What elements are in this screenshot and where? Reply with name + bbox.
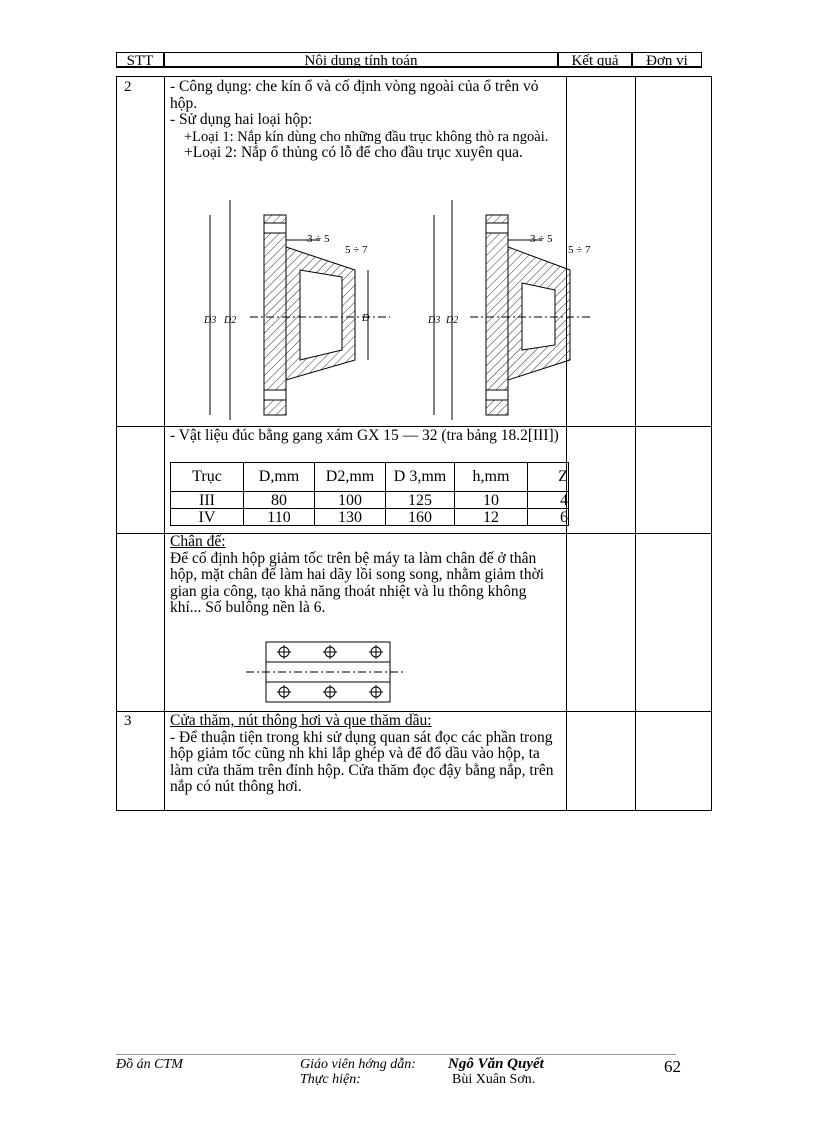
svg-text:5 ÷ 7: 5 ÷ 7 — [568, 244, 591, 256]
svg-text:D3: D3 — [203, 315, 216, 326]
section-title: Chân đế: — [170, 533, 226, 550]
svg-text:D2: D2 — [445, 315, 458, 326]
footer-rule — [116, 1054, 676, 1055]
svg-text:D2: D2 — [223, 315, 236, 326]
row-stt: 3 — [124, 713, 132, 729]
bearing-cap-drawing: 3 ÷ 5 5 ÷ 7 D3 D2 D 3 ÷ 5 5 ÷ 7 D3 D2 — [203, 200, 591, 420]
svg-text:D3: D3 — [427, 315, 440, 326]
material-text: - Vật liệu đúc bằng gang xám GX 15 — 32 … — [170, 427, 559, 444]
header-result: Kết quả — [558, 52, 632, 69]
base-section: Chân đế: Để cố định hộp giảm tốc trên bệ… — [170, 533, 560, 617]
cap-through-icon: 3 ÷ 5 5 ÷ 7 D3 D2 — [427, 200, 591, 420]
svg-text:D: D — [361, 313, 370, 324]
bolt-hole-icon — [277, 645, 383, 699]
header-unit: Đơn vị — [632, 52, 702, 69]
footer-student: Bùi Xuân Sơn. — [452, 1072, 536, 1087]
base-plate-drawing — [246, 641, 404, 703]
svg-text:3 ÷ 5: 3 ÷ 5 — [530, 233, 553, 245]
cap-closed-icon: 3 ÷ 5 5 ÷ 7 D3 D2 D — [203, 200, 390, 420]
footer-student-label: Thực hiện: — [300, 1072, 361, 1087]
footer-teacher-label: Giáo viên hớng dẫn: — [300, 1057, 416, 1072]
footer-project: Đồ án CTM — [116, 1057, 183, 1072]
header-stt: STT — [116, 52, 164, 69]
svg-text:5 ÷ 7: 5 ÷ 7 — [345, 244, 368, 256]
header-content: Nội dung tính toán — [164, 52, 558, 69]
row-text: - Công dụng: che kín ổ và cố định vòng n… — [170, 78, 549, 161]
footer-teacher: Ngô Văn Quyết — [448, 1056, 544, 1072]
section-title: Cửa thăm, nút thông hơi và que thăm dầu: — [170, 712, 432, 729]
page-number: 62 — [664, 1057, 681, 1076]
svg-text:3 ÷ 5: 3 ÷ 5 — [307, 233, 330, 245]
row-stt: 2 — [124, 79, 132, 95]
main-table — [116, 76, 712, 811]
inspection-section: Cửa thăm, nút thông hơi và que thăm dầu:… — [170, 712, 560, 796]
